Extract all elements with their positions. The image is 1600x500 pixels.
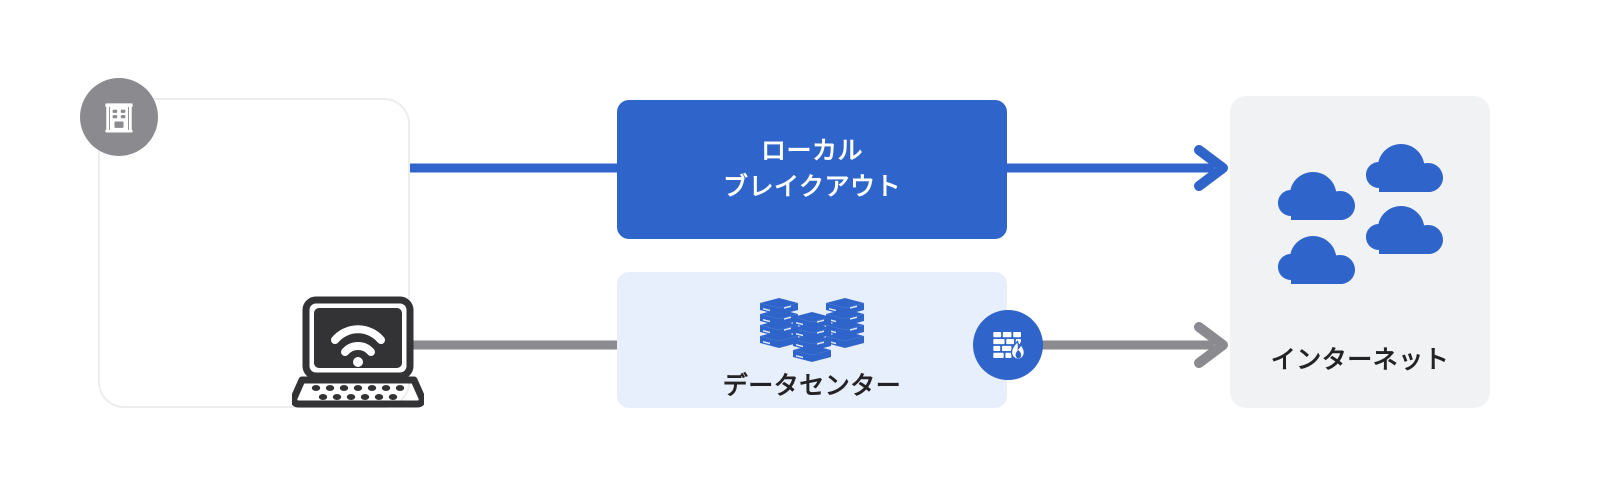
office-building-badge[interactable] bbox=[80, 78, 158, 156]
server-stack-icon bbox=[760, 294, 864, 362]
laptop-wifi-icon bbox=[292, 296, 424, 408]
firewall-badge[interactable] bbox=[973, 310, 1043, 380]
cloud-group-icon bbox=[1278, 144, 1443, 284]
datacenter-box[interactable]: データセンター bbox=[617, 272, 1007, 408]
branch-office-card[interactable] bbox=[98, 98, 424, 408]
arrowhead-firewall-to-internet bbox=[1194, 322, 1228, 368]
local-breakout-label: ローカル ブレイクアウト bbox=[722, 137, 901, 201]
internet-label: インターネット bbox=[1270, 346, 1450, 374]
firewall-icon bbox=[993, 332, 1026, 360]
local-breakout-box[interactable]: ローカル ブレイクアウト bbox=[617, 100, 1007, 239]
internet-box[interactable]: インターネット bbox=[1230, 96, 1490, 408]
office-building-icon bbox=[105, 103, 133, 133]
datacenter-label: データセンター bbox=[722, 372, 902, 400]
arrowhead-breakout-to-internet bbox=[1194, 145, 1228, 191]
